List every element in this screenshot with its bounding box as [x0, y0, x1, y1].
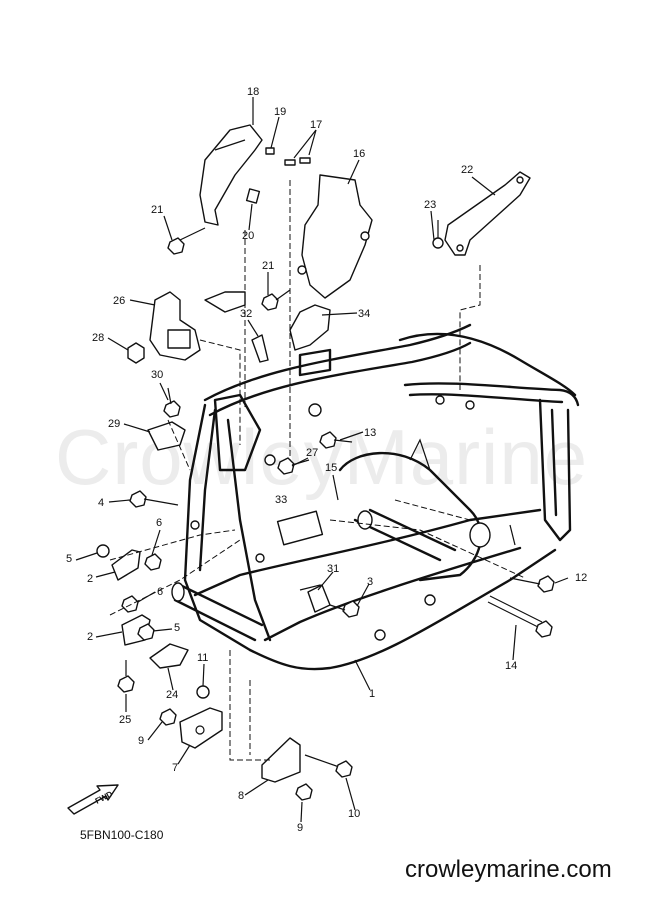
callout-1: 1 [369, 688, 376, 700]
part-10-bolt [304, 754, 353, 778]
part-11-washer [196, 685, 210, 699]
leader-lines [75, 97, 569, 823]
part-13-bolt [319, 431, 353, 449]
callout-10: 10 [348, 808, 361, 820]
callout-33: 33 [275, 494, 288, 506]
part-7-plate [179, 707, 223, 749]
callout-24: 24 [166, 689, 179, 701]
callout-15: 15 [325, 462, 338, 474]
part-21-bolt [261, 289, 291, 311]
callout-26: 26 [113, 295, 126, 307]
part-21-bolt [167, 227, 206, 255]
callout-21: 21 [262, 260, 275, 272]
part-30-bolt [163, 387, 181, 418]
part-9-bolt [295, 783, 313, 801]
diagram-code: 5FBN100-C180 [80, 828, 164, 842]
part-17-pad [284, 159, 296, 166]
callout-17: 17 [310, 119, 323, 131]
part-33-label-plate [276, 510, 324, 546]
callout-32: 32 [240, 308, 253, 320]
part-9-bolt [159, 708, 177, 726]
callout-13: 13 [364, 427, 377, 439]
callout-9: 9 [297, 822, 304, 834]
part-17-pad [299, 157, 311, 164]
callout-7: 7 [172, 762, 179, 774]
callout-6: 6 [157, 586, 164, 598]
callout-14: 14 [505, 660, 518, 672]
callout-2: 2 [87, 631, 94, 643]
part-4-bolt [129, 490, 179, 508]
callout-11: 11 [197, 652, 209, 664]
callout-12: 12 [575, 572, 588, 584]
part-23-bolt [432, 220, 444, 249]
callout-23: 23 [424, 199, 437, 211]
part-14-long-bolt [487, 595, 553, 638]
main-frame [171, 323, 580, 671]
part-27-bolt [277, 457, 309, 475]
callout-9: 9 [138, 735, 145, 747]
callout-22: 22 [461, 164, 474, 176]
part-18-cover-bracket [199, 124, 275, 226]
callout-28: 28 [92, 332, 105, 344]
callout-19: 19 [274, 106, 287, 118]
callout-5: 5 [174, 622, 181, 634]
callout-6: 6 [156, 517, 163, 529]
part-5-nut [137, 623, 155, 641]
part-6-bolt [144, 553, 162, 571]
part-22-bracket [444, 171, 531, 256]
site-name: crowleymarine.com [405, 856, 612, 883]
part-16-cover [297, 174, 373, 299]
callout-4: 4 [98, 497, 105, 509]
callout-20: 20 [242, 230, 255, 242]
part-28-nut [127, 342, 145, 364]
part-5-washer [96, 544, 110, 558]
part-8-bracket [261, 737, 301, 783]
part-29-bracket [147, 421, 186, 451]
forward-arrow-icon [67, 784, 119, 815]
part-3-bolt [329, 600, 360, 618]
part-12-bolt [509, 575, 555, 593]
part-34-bracket [289, 304, 331, 351]
callout-2: 2 [87, 573, 94, 585]
callout-27: 27 [306, 447, 319, 459]
part-32-pin [251, 334, 269, 363]
part-26-mount [149, 291, 246, 361]
callout-18: 18 [247, 86, 260, 98]
callout-21: 21 [151, 204, 164, 216]
callout-29: 29 [108, 418, 121, 430]
part-24-bracket [149, 643, 189, 669]
callout-34: 34 [358, 308, 371, 320]
part-6-bolt [121, 595, 139, 613]
part-2-plate [111, 549, 141, 581]
callout-30: 30 [151, 369, 164, 381]
watermark: CrowleyMarine [55, 413, 589, 501]
callout-25: 25 [119, 714, 132, 726]
callout-3: 3 [367, 576, 374, 588]
part-25-bolt [117, 660, 135, 693]
callout-5: 5 [66, 553, 73, 565]
callout-16: 16 [353, 148, 366, 160]
callout-8: 8 [238, 790, 245, 802]
callout-31: 31 [327, 563, 340, 575]
assembly-guide-lines [109, 180, 526, 761]
